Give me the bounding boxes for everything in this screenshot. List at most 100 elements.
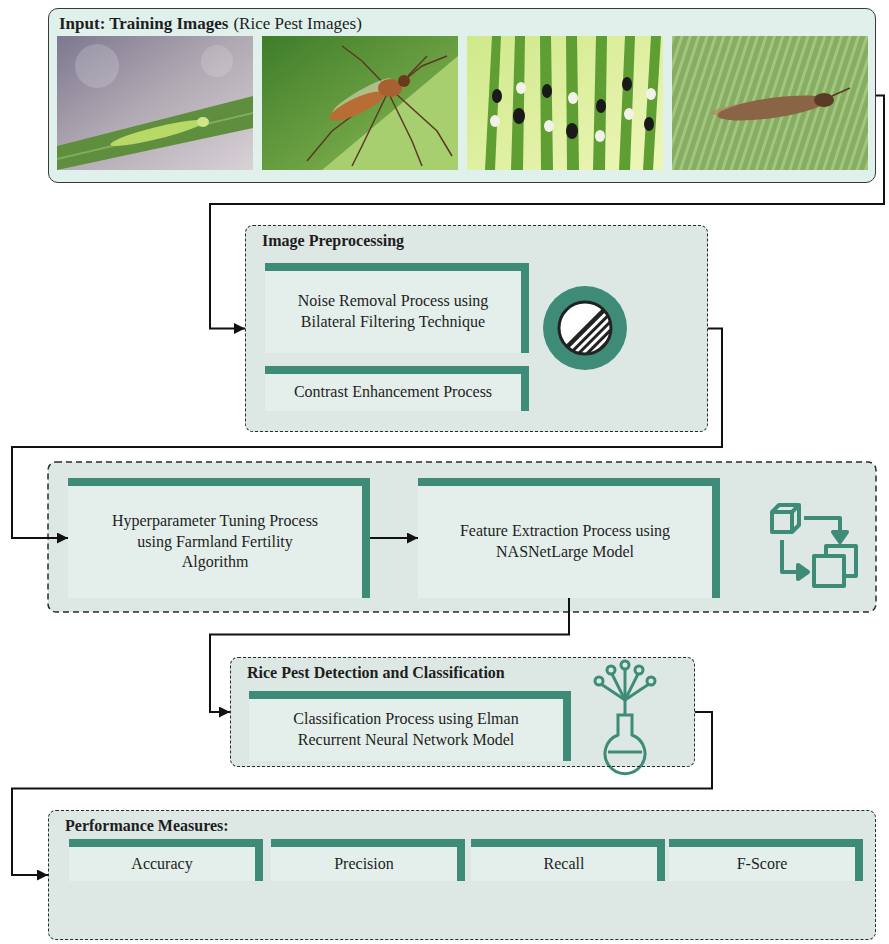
node-heading: Image Preprocessing <box>262 232 691 250</box>
aphid-photo <box>595 130 605 142</box>
aphid-photo <box>467 36 663 170</box>
panel-grounds <box>48 8 876 940</box>
aphid-photo <box>540 36 553 170</box>
thrips-photo <box>672 36 868 170</box>
panel-ground <box>230 657 695 767</box>
metric-box: F-Score <box>669 839 863 881</box>
box-text: Contrast Enhancement Process <box>294 382 492 403</box>
aphid-photo <box>643 36 661 170</box>
aphid-photo <box>467 36 663 170</box>
feature-icon <box>772 505 799 532</box>
panel-ground <box>245 225 708 432</box>
aphid-photo <box>566 36 579 170</box>
node-heading: Input: Training Images <box>59 14 228 33</box>
aphid-photo <box>566 123 578 139</box>
thrips-photo <box>832 88 850 96</box>
caterpillar-photo <box>57 96 253 170</box>
flask-icon <box>625 684 649 700</box>
mosquito-photo <box>322 56 458 170</box>
aphid-photo <box>646 88 656 100</box>
aphid-photo <box>492 89 502 103</box>
aphid-photo <box>492 77 654 139</box>
metric-box: Accuracy <box>69 839 263 881</box>
caterpillar-photo <box>75 44 119 88</box>
preprocessing-icon <box>543 286 627 370</box>
caterpillar-photo <box>57 36 253 170</box>
aphid-photo <box>568 92 578 104</box>
panel-ground <box>48 810 876 940</box>
mosquito-photo <box>326 86 387 126</box>
feature-icon <box>804 518 840 532</box>
flask-icon <box>612 674 625 700</box>
flask-icon <box>607 666 615 674</box>
box-text: F-Score <box>737 854 788 875</box>
box-text: Recall <box>544 854 585 875</box>
aphid-photo <box>624 108 634 120</box>
mosquito-photo <box>408 56 427 76</box>
aphid-photo <box>485 36 501 170</box>
aphid-photo <box>485 36 661 170</box>
aphid-photo <box>619 36 635 170</box>
flask-icon <box>595 677 603 685</box>
performance-group: Accuracy Precision Recall F-Score Performanc… <box>48 810 876 940</box>
feature-icon <box>798 565 808 579</box>
aphid-photo <box>622 77 632 91</box>
aphid-photo <box>644 117 654 131</box>
feature-icon <box>782 540 798 572</box>
caterpillar-photo <box>201 45 233 77</box>
flow-arrow <box>370 537 418 539</box>
mosquito-photo <box>307 46 452 166</box>
mosquito-photo <box>262 36 458 170</box>
node-heading: Rice Pest Detection and Classification <box>247 664 678 682</box>
aphid-photo <box>516 82 526 94</box>
mosquito-photo <box>398 75 410 87</box>
flask-icon <box>595 661 655 774</box>
caterpillar-photo <box>57 113 253 159</box>
classification-group: Classification Process using Elman Recur… <box>230 657 695 767</box>
box-text: Feature Extraction Process using NASNetL… <box>458 521 673 563</box>
flask-icon <box>635 666 643 674</box>
process-box: Classification Process using Elman Recur… <box>249 691 571 761</box>
feature-icon <box>814 556 844 586</box>
thrips-photo <box>814 93 834 107</box>
preprocessing-group: Noise Removal Process using Bilateral Fi… <box>245 225 708 432</box>
preprocessing-icon <box>559 302 611 354</box>
aphid-photo <box>511 36 525 170</box>
flask-icon <box>608 751 642 754</box>
mosquito-photo <box>390 96 422 166</box>
panel-ground <box>48 8 876 183</box>
input-panel: Input: Training Images (Rice Pest Images) <box>48 8 876 183</box>
aphid-photo <box>544 120 554 132</box>
node-heading: Performance Measures: <box>65 817 859 835</box>
box-text: Classification Process using Elman Recur… <box>261 709 551 751</box>
caterpillar-photo <box>57 36 253 170</box>
box-text: Noise Removal Process using Bilateral Fi… <box>277 291 509 333</box>
caterpillar-photo <box>197 117 209 127</box>
thrips-photo <box>716 90 828 125</box>
metric-box: Recall <box>471 839 665 881</box>
process-box: Hyperparameter Tuning Process using Farm… <box>68 478 370 598</box>
preprocessing-icon <box>543 286 627 370</box>
flask-icon <box>647 677 655 685</box>
process-box: Feature Extraction Process using NASNetL… <box>418 478 720 598</box>
aphid-photo <box>596 99 606 113</box>
node-heading: (Rice Pest Images) <box>233 14 361 33</box>
flask-icon <box>621 661 629 669</box>
mosquito-photo <box>392 56 447 90</box>
aphid-photo <box>490 82 656 142</box>
process-box: Contrast Enhancement Process <box>265 366 529 411</box>
thrips-photo <box>672 36 868 170</box>
box-text: Hyperparameter Tuning Process using Farm… <box>103 511 328 573</box>
aphid-photo <box>490 115 500 127</box>
aphid-photo <box>593 36 607 170</box>
mosquito-photo <box>394 92 452 156</box>
box-text: Accuracy <box>131 854 192 875</box>
metric-box: Precision <box>271 839 465 881</box>
process-box: Noise Removal Process using Bilateral Fi… <box>265 263 529 353</box>
aphid-photo <box>542 84 552 98</box>
caterpillar-photo <box>109 116 205 151</box>
